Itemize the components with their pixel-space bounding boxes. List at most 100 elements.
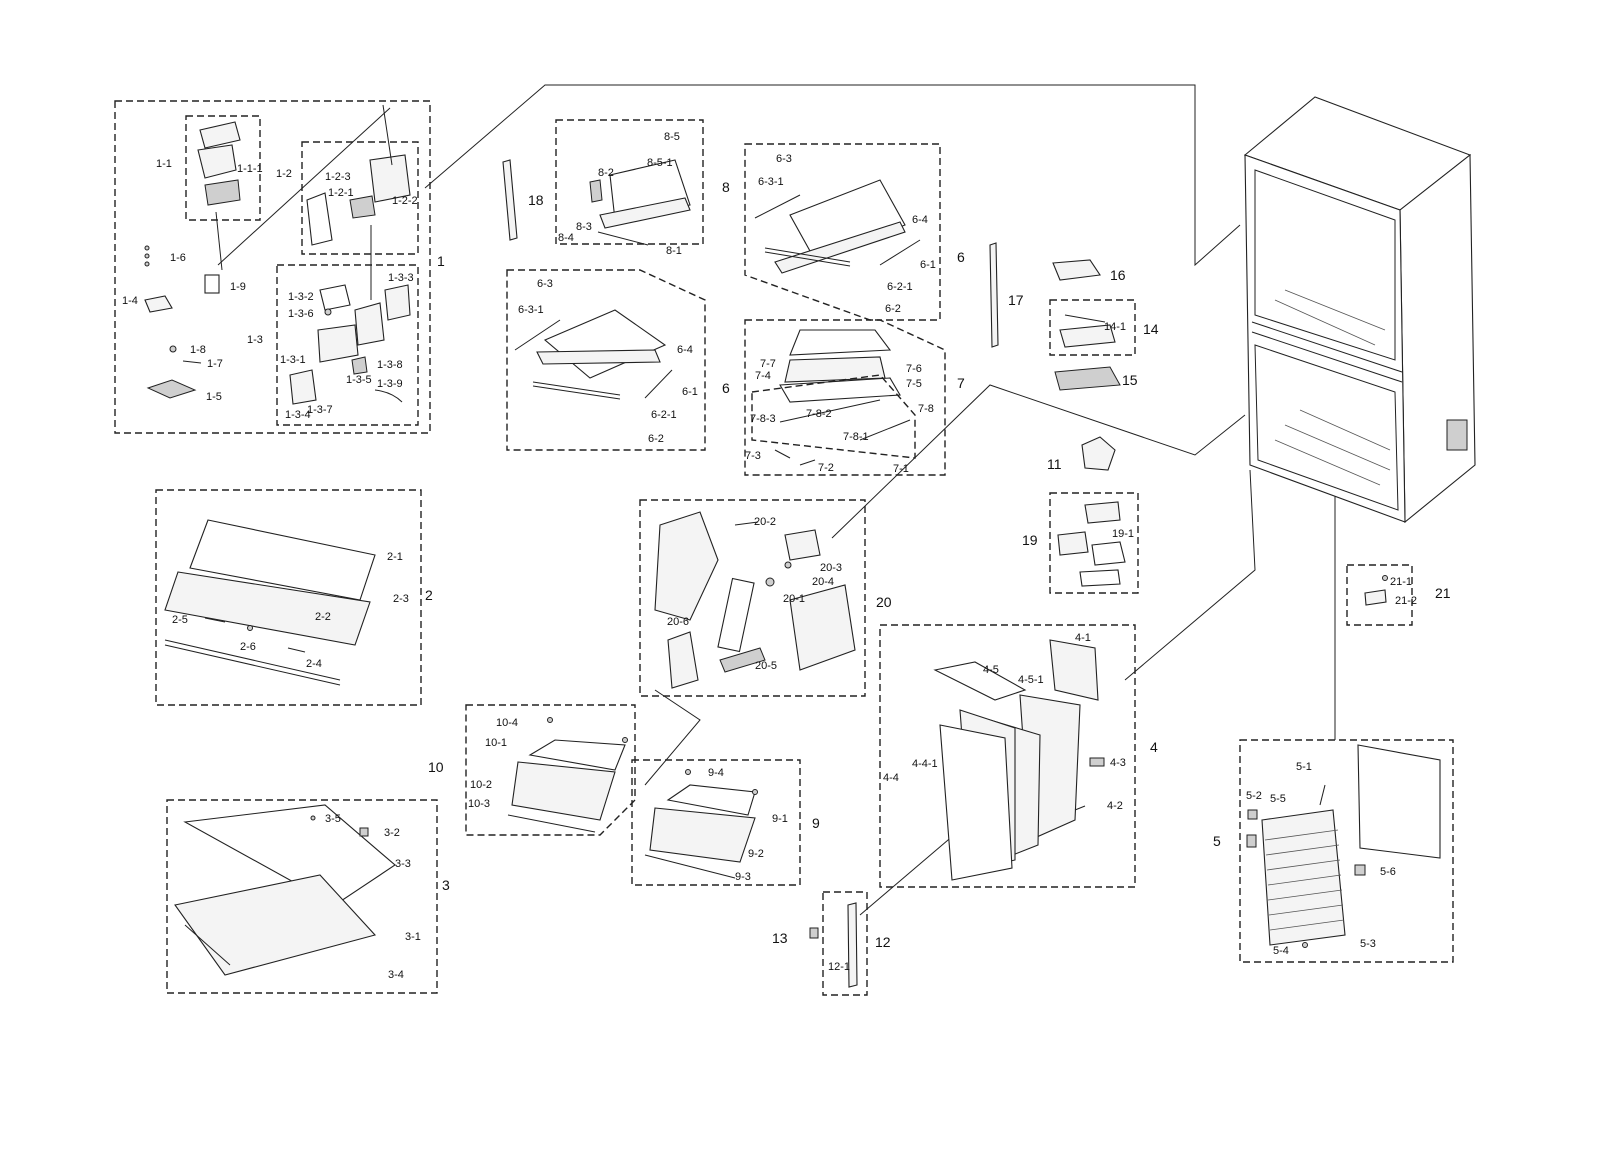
group-3-box [166,799,438,994]
group-8-shelf: 8 8-1 8-2 8-3 8-4 8-5 8-5-1 [555,119,730,257]
label-10-3: 10-3 [468,798,490,810]
label-1-3-6: 1-3-6 [288,308,314,320]
label-8-1: 8-1 [666,245,682,257]
label-3-2: 3-2 [384,827,400,839]
label-3-4: 3-4 [388,969,404,981]
label-2-3: 2-3 [393,593,409,605]
label-1-6: 1-6 [170,252,186,264]
label-6-lower: 6 [722,380,730,396]
label-1-3: 1-3 [247,334,263,346]
label-4: 4 [1150,739,1158,755]
label-14-1: 14-1 [1104,321,1126,333]
part-11 [1081,436,1116,471]
label-21: 21 [1435,585,1451,601]
label-3: 3 [442,877,450,893]
group-20-water-filter: 20 20-1 20-2 20-3 20-4 20-5 20-6 [639,499,892,697]
label-20-6: 20-6 [667,616,689,628]
label-4-1: 4-1 [1075,632,1091,644]
label-2-2: 2-2 [315,611,331,623]
label-3-3: 3-3 [395,858,411,870]
label-1-2-2: 1-2-2 [392,195,418,207]
label-1-3-9: 1-3-9 [377,378,403,390]
group-6-shelf-lower: 6 6-1 6-2 6-2-1 6-3 6-3-1 6-4 [506,269,730,451]
label-1-7: 1-7 [207,358,223,370]
label-6-3-1-lower: 6-3-1 [518,304,544,316]
label-20: 20 [876,594,892,610]
label-1-2: 1-2 [276,168,292,180]
label-8-2: 8-2 [598,167,614,179]
leader-lines [424,84,1336,916]
standalone-parts-top: 18 17 16 14 14-1 15 11 [502,159,1159,472]
label-1-3-8: 1-3-8 [377,359,403,371]
part-17-rail [989,242,999,348]
label-7-8-1: 7-8-1 [843,431,869,443]
group-5-box [1239,739,1454,963]
label-1-3-4: 1-3-4 [285,409,311,421]
group-10-box [465,704,636,836]
label-19: 19 [1022,532,1038,548]
group-5-evaporator: 5 5-1 5-2 5-3 5-4 5-5 5-6 [1213,739,1454,963]
group-1-ice-maker: 1 1-1 1-1-1 1-2 1-2-1 1-2-2 1-2-3 1-3 1-… [114,100,445,434]
label-1-2-3: 1-2-3 [325,171,351,183]
group-7-8-box [751,374,916,459]
label-6-upper: 6 [957,249,965,265]
label-10: 10 [428,759,444,775]
label-1-3-7: 1-3-7 [307,404,333,416]
label-7-3: 7-3 [745,450,761,462]
group-3-drawer: 3 3-1 3-2 3-3 3-4 3-5 [166,799,450,994]
label-1-1: 1-1 [156,158,172,170]
label-4-3: 4-3 [1110,757,1126,769]
label-16: 16 [1110,267,1126,283]
label-7-7: 7-7 [760,358,776,370]
label-6-3-lower: 6-3 [537,278,553,290]
group-1-3-box [276,264,419,426]
label-4-5: 4-5 [983,664,999,676]
label-6-4-upper: 6-4 [912,214,928,226]
group-4-box [879,624,1136,888]
label-10-4: 10-4 [496,717,518,729]
label-10-1: 10-1 [485,737,507,749]
label-3-5: 3-5 [325,813,341,825]
label-5-3: 5-3 [1360,938,1376,950]
label-21-1: 21-1 [1390,576,1412,588]
label-9: 9 [812,815,820,831]
label-9-1: 9-1 [772,813,788,825]
label-9-3: 9-3 [735,871,751,883]
label-4-4: 4-4 [883,772,899,784]
group-12-hinge: 12 12-1 13 [772,891,891,996]
label-8-5-1: 8-5-1 [647,157,673,169]
group-6-shelf-upper: 6 6-1 6-2 6-2-1 6-3 6-3-1 6-4 [744,143,965,321]
label-20-4: 20-4 [812,576,834,588]
group-19: 19 19-1 [1022,492,1139,594]
group-2-box [155,489,422,706]
label-7-1: 7-1 [893,463,909,475]
label-6-4-lower: 6-4 [677,344,693,356]
label-4-2: 4-2 [1107,800,1123,812]
label-1-5: 1-5 [206,391,222,403]
label-1-2-1: 1-2-1 [328,187,354,199]
label-6-2-upper: 6-2 [885,303,901,315]
label-18: 18 [528,192,544,208]
group-1-box [114,100,431,434]
group-2-cover: 2 2-1 2-2 2-3 2-4 2-5 2-6 [155,489,433,706]
group-21: 21 21-1 21-2 [1346,564,1451,626]
label-19-1: 19-1 [1112,528,1134,540]
label-13: 13 [772,930,788,946]
label-17: 17 [1008,292,1024,308]
group-6-lower-box [506,269,706,451]
label-6-3-upper: 6-3 [776,153,792,165]
label-5: 5 [1213,833,1221,849]
label-4-5-1: 4-5-1 [1018,674,1044,686]
group-8-box [555,119,704,245]
label-2-5: 2-5 [172,614,188,626]
label-2-6: 2-6 [240,641,256,653]
label-14: 14 [1143,321,1159,337]
label-7-6: 7-6 [906,363,922,375]
group-1-2-box [301,141,419,255]
label-4-4-1: 4-4-1 [912,758,938,770]
label-20-3: 20-3 [820,562,842,574]
label-12: 12 [875,934,891,950]
label-6-1-lower: 6-1 [682,386,698,398]
label-6-3-1-upper: 6-3-1 [758,176,784,188]
label-20-2: 20-2 [754,516,776,528]
